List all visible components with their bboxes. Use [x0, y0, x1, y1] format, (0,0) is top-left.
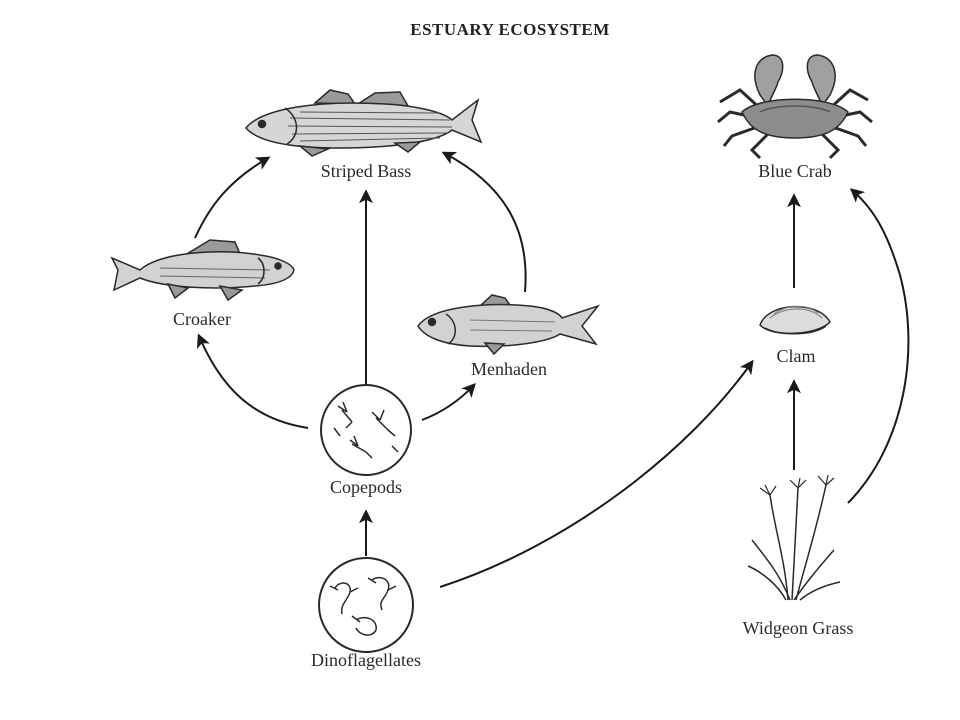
- croaker-illustration: [110, 239, 295, 302]
- label-copepods: Copepods: [330, 477, 402, 497]
- label-widgeon-grass: Widgeon Grass: [742, 618, 854, 638]
- blue-crab-illustration: [717, 54, 873, 160]
- label-menhaden: Menhaden: [471, 359, 547, 379]
- arrow-dinoflagellates-to-clam: [439, 359, 754, 588]
- arrow-widgeon-grass-to-blue-crab: [847, 188, 910, 504]
- label-dinoflagellates: Dinoflagellates: [311, 650, 421, 670]
- menhaden-illustration: [417, 294, 601, 356]
- arrow-copepods-to-menhaden: [421, 382, 476, 421]
- label-croaker: Croaker: [173, 309, 231, 329]
- arrows: [194, 151, 910, 588]
- diagram-title: ESTUARY ECOSYSTEM: [410, 20, 610, 39]
- widgeon-grass-illustration: [747, 474, 841, 601]
- arrow-menhaden-to-striped-bass: [441, 151, 527, 293]
- arrow-copepods-to-croaker: [196, 333, 309, 429]
- copepods-illustration: [320, 384, 412, 476]
- label-striped-bass: Striped Bass: [320, 161, 412, 181]
- arrow-croaker-to-striped-bass: [194, 156, 271, 239]
- dinoflagellates-illustration: [318, 557, 414, 653]
- label-blue-crab: Blue Crab: [758, 161, 832, 181]
- label-clam: Clam: [776, 346, 816, 366]
- striped-bass-illustration: [245, 89, 483, 157]
- clam-illustration: [759, 305, 831, 335]
